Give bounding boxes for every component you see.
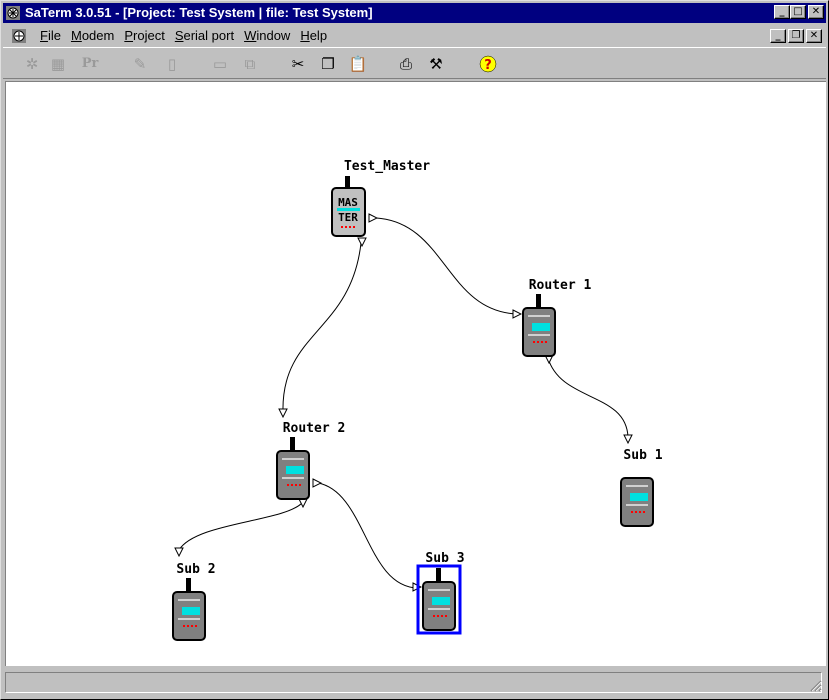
node-sub-3[interactable]: Sub 3 [418,551,465,633]
toolbar: ✲ ▦ Pr ✎ ▯ ▭ ⧉ ✂ ❐ 📋 ⎙ ⚒ ? [3,47,826,79]
link-master-router2[interactable] [283,243,361,412]
node-label: Sub 2 [176,562,215,577]
node-label: Sub 1 [623,448,662,463]
node-label: Router 1 [529,278,592,293]
link-router2-sub3[interactable] [318,483,418,588]
port-markers [175,214,632,591]
mdi-controls: _ ❐ ✕ [770,29,822,43]
title-bar[interactable]: SaTerm 3.0.51 - [Project: Test System | … [3,3,826,23]
pencil-icon[interactable]: ✎ [129,54,151,74]
window-controls: _ □ ✕ [774,5,824,21]
node-label: Sub 3 [425,551,464,566]
menu-label: erial port [183,28,234,43]
port-marker [369,214,377,222]
link-router2-sub2[interactable] [179,502,303,550]
window-title: SaTerm 3.0.51 - [Project: Test System | … [25,5,373,20]
menu-label: indow [256,28,290,43]
port-marker [299,499,307,507]
menu-file[interactable]: File [37,28,68,43]
paste-icon[interactable]: 📋 [347,54,369,74]
arrange-icon[interactable]: ⧉ [239,54,261,74]
mdi-close-button[interactable]: ✕ [806,29,822,43]
menu-modem[interactable]: Modem [68,28,121,43]
port-marker [624,435,632,443]
network-diagram: Test_Master MAS TER Router 1 Route [6,82,825,665]
help-icon[interactable]: ? [477,54,499,74]
node-sub-2[interactable]: Sub 2 [173,562,216,640]
menu-accel: H [300,28,309,43]
print-icon[interactable]: ⎙ [395,54,417,74]
link-master-router1[interactable] [376,218,518,314]
menu-accel: W [244,28,256,43]
menu-project[interactable]: Project [121,28,171,43]
mdi-minimize-button[interactable]: _ [770,29,786,43]
master-text-top: MAS [338,196,358,209]
svg-text:?: ? [484,58,492,73]
connections [179,218,628,588]
node-sub-1[interactable]: Sub 1 [621,448,663,526]
port-marker [513,310,521,318]
port-marker [358,238,366,246]
menu-label: roject [133,28,165,43]
copy-icon[interactable]: ❐ [317,54,339,74]
app-icon[interactable] [5,5,21,21]
frame-icon[interactable]: ▭ [209,54,231,74]
minimize-button[interactable]: _ [774,5,790,19]
maximize-button[interactable]: □ [790,5,806,19]
wizard-icon[interactable]: ⚒ [425,54,447,74]
status-bar [5,670,826,696]
menu-label: elp [310,28,327,43]
modules-icon[interactable]: ▦ [47,54,69,74]
device-icon[interactable]: ▯ [161,54,183,74]
network-icon[interactable]: ✲ [21,54,43,74]
master-text-bottom: TER [338,211,358,224]
port-marker [175,548,183,556]
menu-accel: M [71,28,82,43]
menu-label: ile [48,28,61,43]
menu-window[interactable]: Window [241,28,297,43]
menu-serial-port[interactable]: Serial port [172,28,241,43]
menu-accel: P [124,28,133,43]
port-marker [313,479,321,487]
node-label: Router 2 [283,421,346,436]
node-router-2[interactable]: Router 2 [277,421,345,499]
resize-grip-icon[interactable] [808,678,822,692]
mdi-restore-button[interactable]: ❐ [788,29,804,43]
port-marker [279,409,287,417]
diagram-canvas[interactable]: Test_Master MAS TER Router 1 Route [5,81,826,666]
close-button[interactable]: ✕ [808,5,824,19]
status-pane [5,672,822,693]
menu-help[interactable]: Help [297,28,334,43]
menu-accel: F [40,28,48,43]
link-router1-sub1[interactable] [548,358,628,437]
cut-icon[interactable]: ✂ [287,54,309,74]
node-router-1[interactable]: Router 1 [523,278,591,356]
node-label: Test_Master [344,159,430,174]
node-test-master[interactable]: Test_Master MAS TER [332,159,430,236]
menu-bar: File Modem Project Serial port Window He… [3,25,826,45]
menu-label: odem [82,28,115,43]
pr-button[interactable]: Pr [77,54,103,74]
document-icon[interactable] [11,28,27,44]
